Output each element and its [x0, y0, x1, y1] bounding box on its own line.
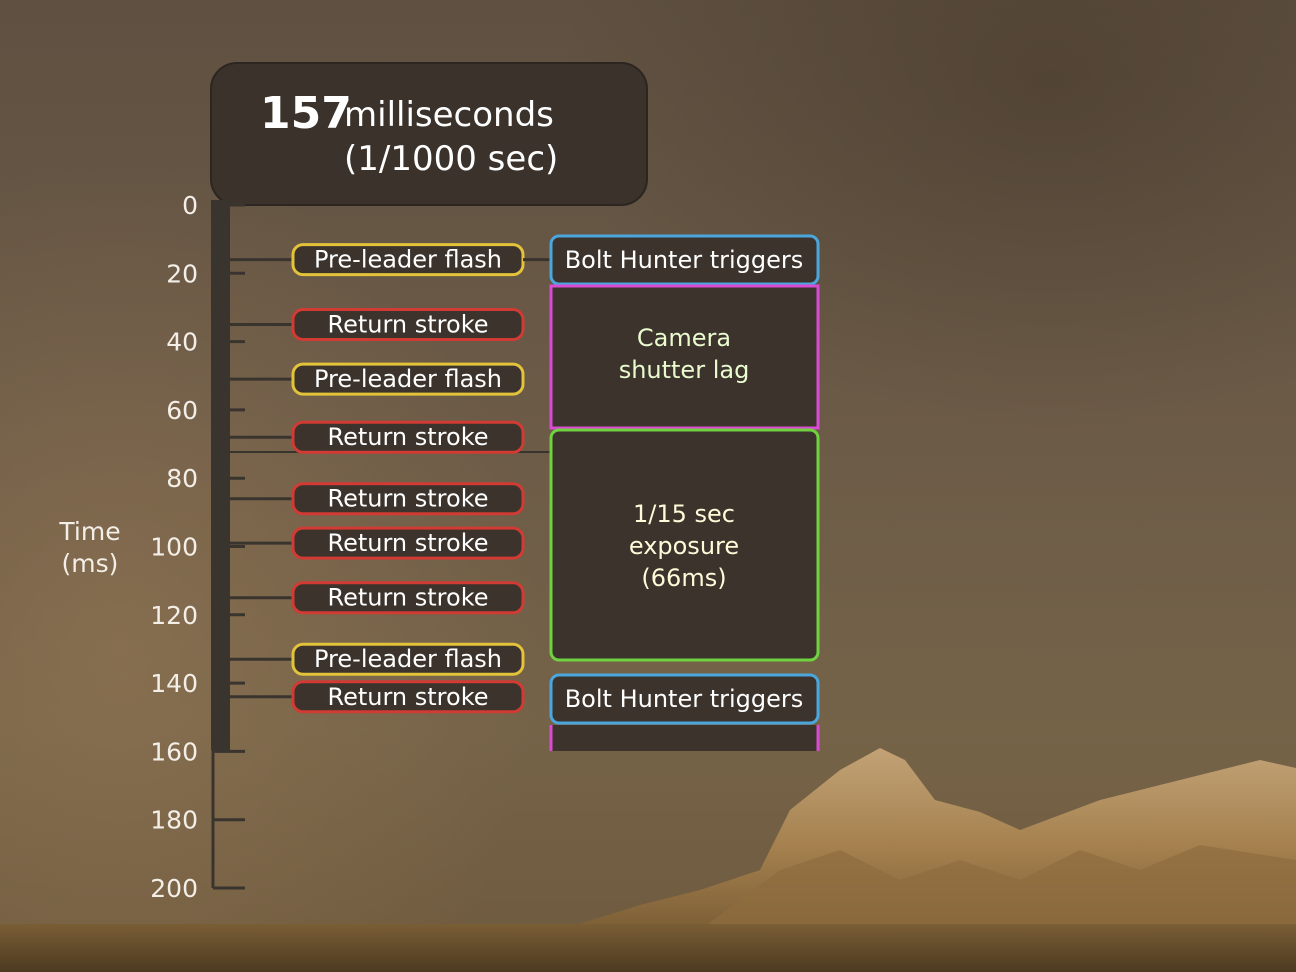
- event-label: Return stroke: [327, 485, 488, 513]
- event-pill: [291, 362, 525, 396]
- trigger-2-label: Bolt Hunter triggers: [565, 685, 804, 713]
- shutter-lag-line1: Camera: [637, 324, 731, 352]
- trigger-2-block: Bolt Hunter triggers: [549, 673, 820, 725]
- exposure-block: 1/15 sec exposure (66ms): [549, 428, 820, 662]
- return-stroke-event: Return stroke: [228, 680, 525, 714]
- axis-tick-label: 20: [166, 259, 198, 288]
- return-stroke-event: Return stroke: [228, 581, 525, 615]
- shutter-lag-block: Camera shutter lag: [549, 284, 820, 430]
- return-stroke-event: Return stroke: [228, 308, 525, 342]
- ground: [0, 924, 1296, 972]
- return-stroke-event: Return stroke: [228, 482, 525, 516]
- axis-tick-label: 140: [150, 669, 198, 698]
- axis-tick-label: 180: [150, 806, 198, 835]
- event-label: Return stroke: [327, 423, 488, 451]
- axis-bar: [211, 200, 230, 750]
- event-label: Return stroke: [327, 683, 488, 711]
- camera-timeline: Bolt Hunter triggers Camera shutter lag …: [549, 234, 820, 751]
- trigger-1-block: Bolt Hunter triggers: [549, 234, 820, 286]
- event-label: Return stroke: [327, 584, 488, 612]
- axis-tick-label: 0: [182, 191, 198, 220]
- event-label: Return stroke: [327, 311, 488, 339]
- axis-tick-label: 120: [150, 601, 198, 630]
- return-stroke-event: Return stroke: [228, 420, 525, 454]
- trigger-1-label: Bolt Hunter triggers: [565, 246, 804, 274]
- axis-ticks: 0 20 40 60 80 100 120 140 160 180 200: [150, 191, 245, 903]
- axis-tick-label: 60: [166, 396, 198, 425]
- header-box: 157 milliseconds (1/1000 sec): [210, 62, 648, 206]
- exposure-line1: 1/15 sec: [633, 500, 735, 528]
- axis-title-line2: (ms): [62, 549, 119, 578]
- axis-tick-label: 160: [150, 737, 198, 766]
- duration-value: 157: [260, 88, 352, 139]
- event-label: Pre-leader flash: [314, 246, 502, 274]
- event-label: Pre-leader flash: [314, 645, 502, 673]
- return-stroke-event: Return stroke: [228, 526, 525, 560]
- event-pill: [291, 420, 525, 454]
- axis-title-line1: Time: [58, 517, 120, 546]
- pre-leader-flash-event: Pre-leader flash: [228, 362, 525, 396]
- mountain-ridge-shadow: [700, 845, 1296, 930]
- duration-subtitle: (1/1000 sec): [344, 139, 558, 179]
- event-pill: [291, 680, 525, 714]
- event-pill: [291, 308, 525, 342]
- axis-tick-label: 80: [166, 464, 198, 493]
- event-pill: [291, 482, 525, 516]
- duration-unit: milliseconds: [344, 95, 554, 135]
- event-pill: [291, 642, 525, 676]
- shutter-lag-2-block: [549, 725, 820, 751]
- landscape: [0, 748, 1296, 972]
- event-pill: [291, 526, 525, 560]
- event-pill: [291, 581, 525, 615]
- exposure-line3: (66ms): [641, 564, 726, 592]
- shutter-lag-line2: shutter lag: [619, 356, 750, 384]
- event-label: Pre-leader flash: [314, 365, 502, 393]
- exposure-line2: exposure: [629, 532, 739, 560]
- pre-leader-flash-event: Pre-leader flash: [228, 642, 525, 676]
- axis-tick-label: 200: [150, 874, 198, 903]
- axis-tick-label: 40: [166, 328, 198, 357]
- pre-leader-flash-event: Pre-leader flash: [228, 243, 525, 277]
- event-label: Return stroke: [327, 529, 488, 557]
- axis-tick-label: 100: [150, 533, 198, 562]
- time-axis: 0 20 40 60 80 100 120 140 160 180 200 Time (ms): [58, 191, 245, 903]
